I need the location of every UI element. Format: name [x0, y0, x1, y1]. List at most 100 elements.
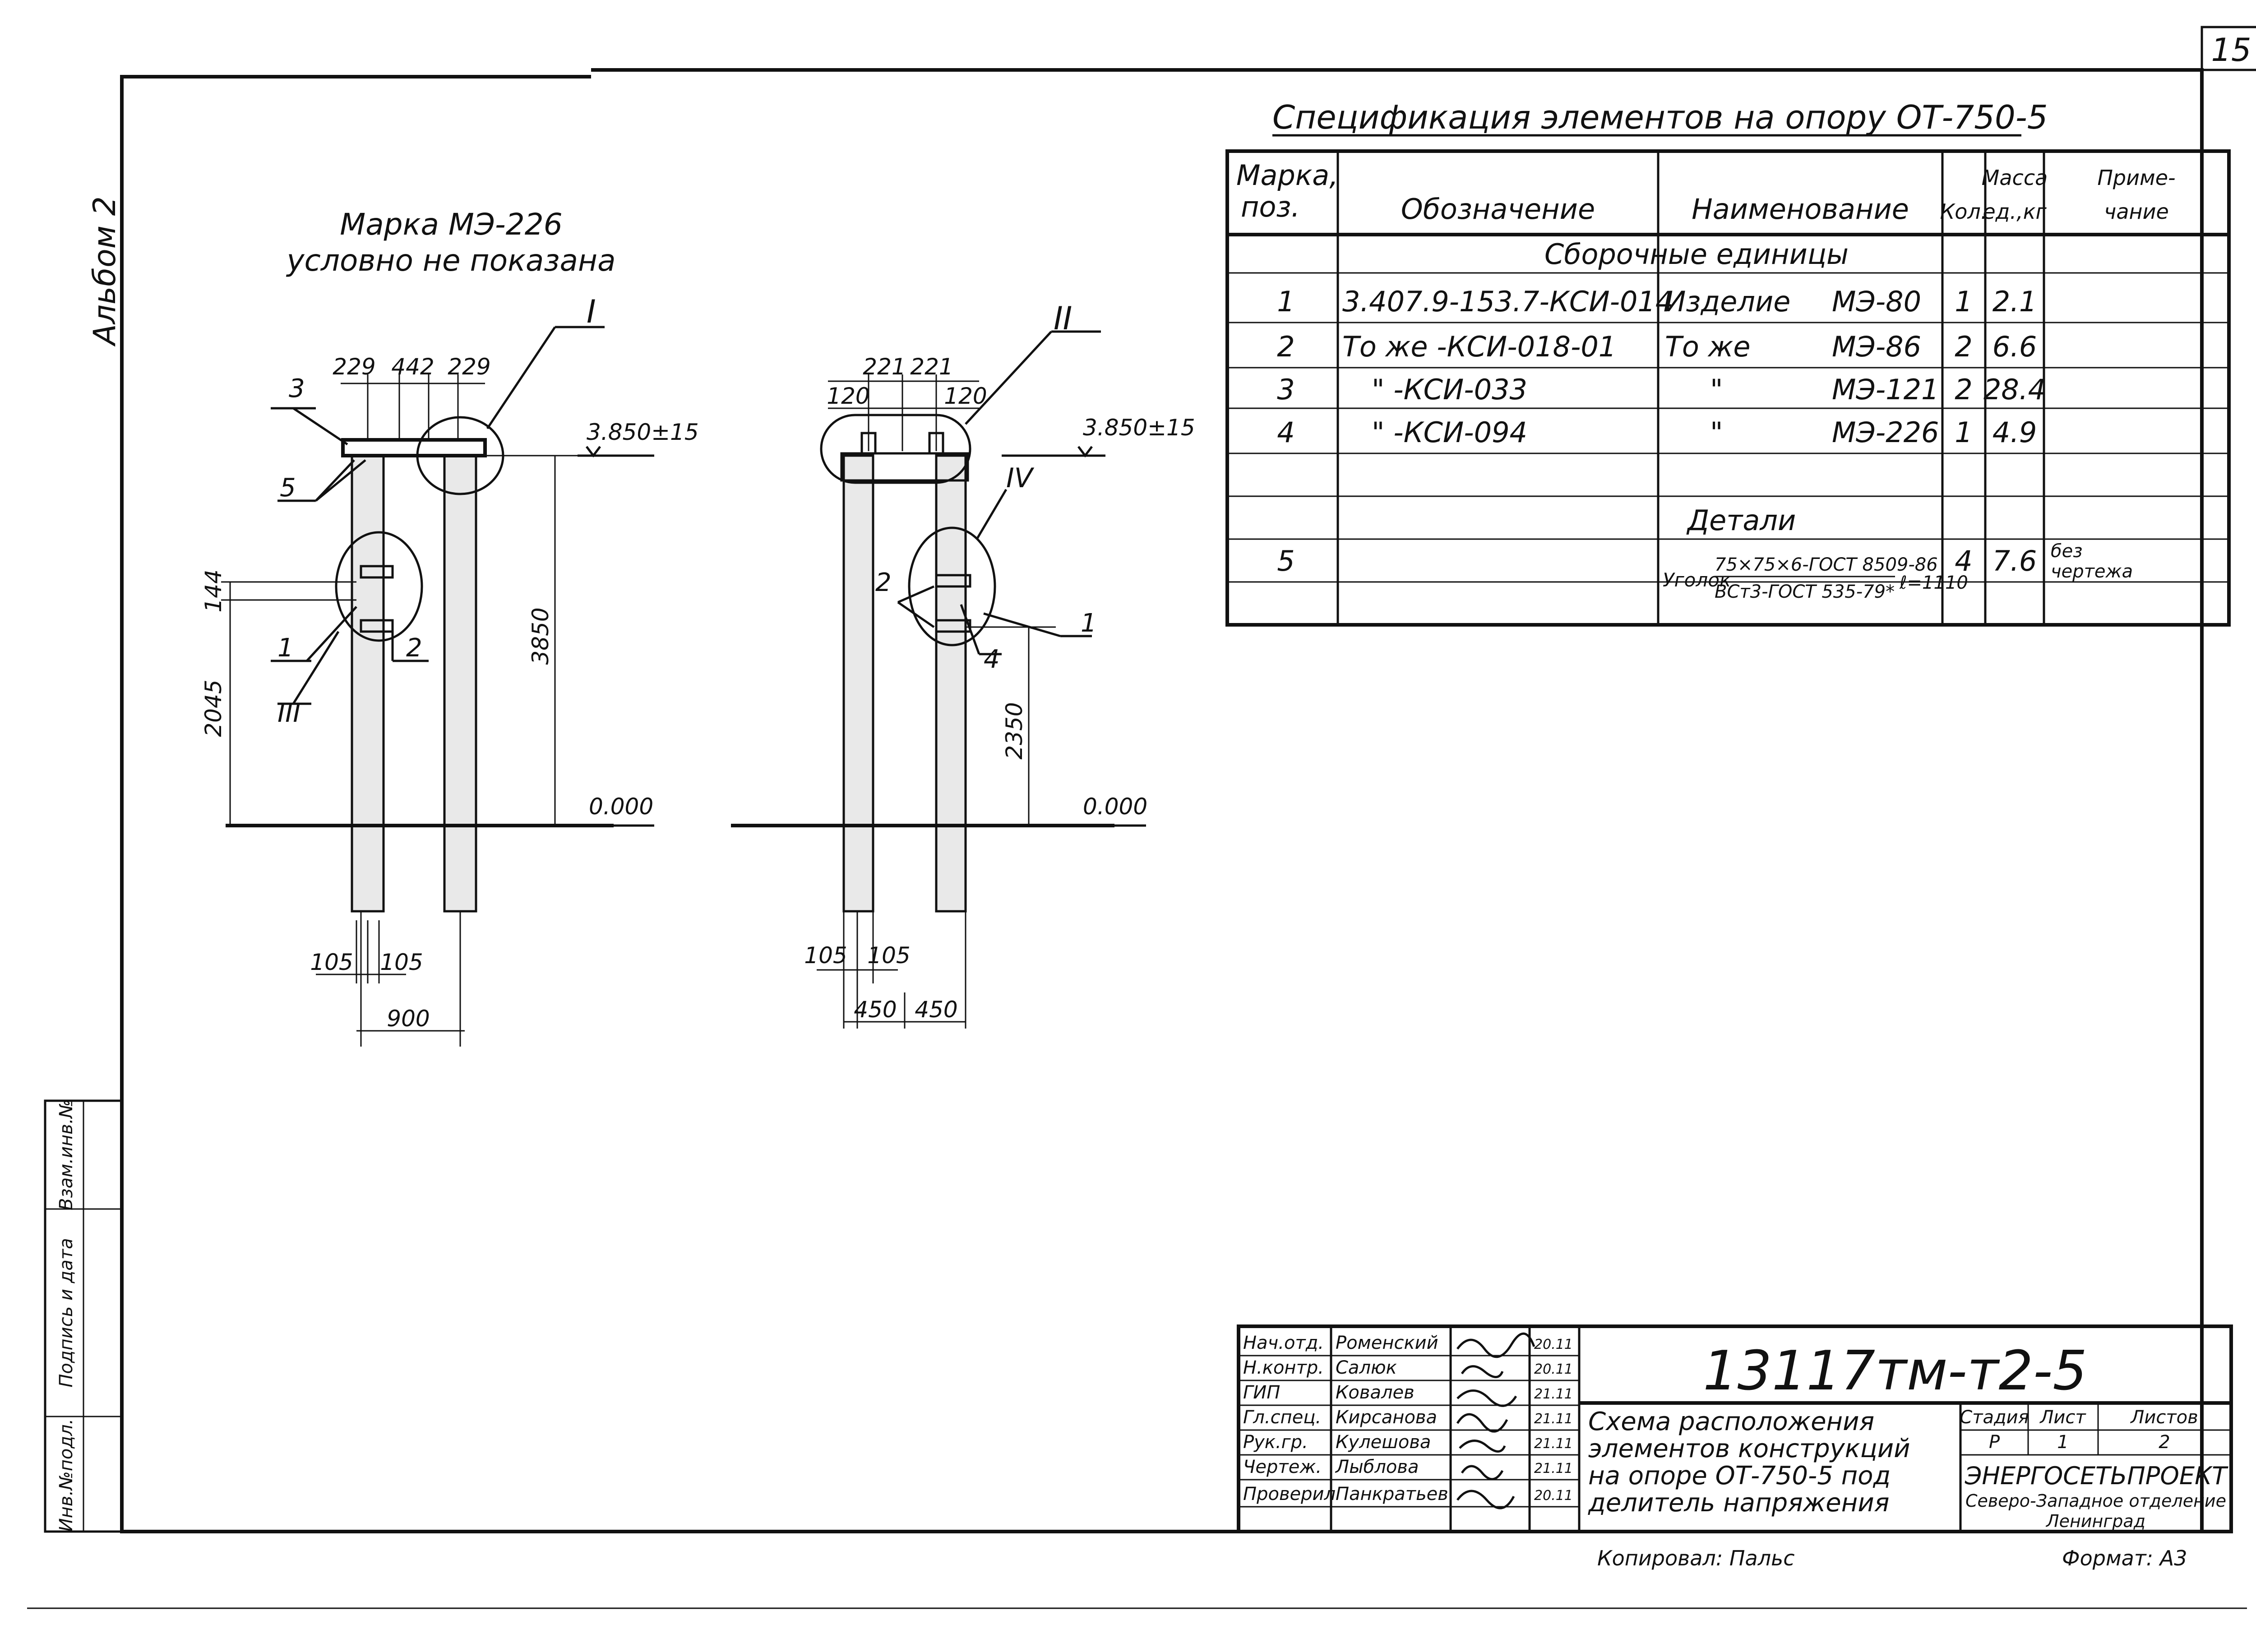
- side-stamp-sign: Подпись и дата: [56, 1238, 77, 1387]
- right-dim-221a: 221: [863, 354, 906, 380]
- tb-format: Формат: А3: [2062, 1546, 2187, 1570]
- left-callout-III-circle: [335, 531, 423, 642]
- right-pos-2: 2: [875, 568, 892, 597]
- left-pos-1: 1: [277, 633, 294, 663]
- right-top-plate: [840, 452, 969, 482]
- spec-row-3-mass: 28.4: [1983, 373, 2046, 406]
- tb-stage-h: Стадия: [1960, 1407, 2029, 1428]
- left-dim-900: 900: [387, 1006, 430, 1032]
- right-dim-450b: 450: [915, 997, 957, 1023]
- spec-row-4-pos: 4: [1277, 416, 1294, 449]
- left-dim-105a: 105: [310, 949, 353, 975]
- tb-role-1: Н.контр.: [1243, 1357, 1324, 1378]
- tb-org-3: Ленинград: [2045, 1511, 2145, 1531]
- spec-hdr-designation: Обозначение: [1401, 193, 1595, 226]
- left-pos-5: 5: [280, 473, 296, 503]
- tb-date-4: 21.11: [1534, 1436, 1573, 1452]
- left-callout-I-label: I: [587, 293, 596, 330]
- tb-date-6: 20.11: [1534, 1488, 1573, 1504]
- right-callout-II-shape: [820, 414, 971, 484]
- album-label: Альбом 2: [87, 196, 123, 347]
- tb-name-2: Ковалев: [1336, 1382, 1415, 1403]
- spec-detail-prefix: Уголок: [1663, 569, 1731, 591]
- spec-row-1-mass: 2.1: [1992, 285, 2037, 318]
- spec-row-3-pos: 3: [1277, 373, 1294, 406]
- spec-row-3-qty: 2: [1955, 373, 1972, 406]
- spec-hdr-mass-1: Масса: [1982, 166, 2048, 190]
- sheet-frame: [27, 26, 2256, 1609]
- right-dim-120a: 120: [827, 383, 869, 409]
- title-block: [1237, 1324, 2233, 1533]
- tb-date-5: 21.11: [1534, 1461, 1573, 1477]
- left-dim-144: 144: [200, 569, 227, 612]
- spec-row-2-designation: То же -КСИ-018-01: [1342, 330, 1616, 363]
- tb-sheet-h: Лист: [2039, 1407, 2086, 1428]
- spec-detail-note-2: чертежа: [2051, 561, 2133, 582]
- tb-desc-2: элементов конструкций: [1588, 1434, 1910, 1463]
- sheet-number-box: [2201, 26, 2256, 71]
- spec-row-3-code: МЭ-121: [1832, 373, 1939, 406]
- spec-row-1-pos: 1: [1277, 285, 1294, 318]
- left-pile-2: [443, 454, 477, 913]
- spec-hdr-note-2: чание: [2104, 199, 2169, 224]
- left-level-zero: 0.000: [589, 794, 653, 820]
- tb-sheets-h: Листов: [2130, 1407, 2198, 1428]
- right-dim-2350: 2350: [1001, 702, 1027, 759]
- tb-name-0: Роменский: [1336, 1333, 1438, 1353]
- right-dim-105b: 105: [867, 942, 910, 969]
- note-line-1: Марка МЭ-226: [340, 207, 562, 242]
- spec-hdr-name: Наименование: [1692, 193, 1909, 226]
- tb-desc-3: на опоре ОТ-750-5 под: [1588, 1461, 1891, 1490]
- left-dim-2045: 2045: [200, 679, 227, 737]
- spec-detail-mass: 7.6: [1992, 545, 2037, 577]
- spec-detail-qty: 4: [1955, 545, 1972, 577]
- spec-row-4-mass: 4.9: [1992, 416, 2037, 449]
- spec-hdr-mark-2: поз.: [1241, 190, 1300, 223]
- left-dim-229a: 229: [333, 354, 375, 380]
- tb-copied: Копировал: Пальс: [1597, 1546, 1795, 1570]
- left-top-plate: [341, 438, 487, 457]
- tb-role-4: Рук.гр.: [1243, 1432, 1308, 1453]
- sheet-number: 15: [2211, 32, 2251, 69]
- spec-detail-bottom: ВСт3-ГОСТ 535-79*: [1715, 581, 1895, 602]
- right-dim-450a: 450: [854, 997, 897, 1023]
- right-dim-221b: 221: [910, 354, 953, 380]
- spec-row-3-designation: " -КСИ-033: [1372, 373, 1527, 406]
- tb-role-3: Гл.спец.: [1243, 1407, 1321, 1428]
- spec-row-4-code: МЭ-226: [1832, 416, 1939, 449]
- note-line-2: условно не показана: [286, 243, 615, 278]
- right-dim-105a: 105: [804, 942, 847, 969]
- right-callout-II-label: II: [1054, 300, 1072, 337]
- tb-sheets: 2: [2159, 1432, 2170, 1453]
- spec-hdr-mass-2: ед.,кг: [1983, 199, 2047, 224]
- spec-detail-note-1: без: [2051, 541, 2083, 562]
- tb-role-0: Нач.отд.: [1243, 1333, 1324, 1353]
- right-view: [731, 330, 1146, 1029]
- tb-desc-1: Схема расположения: [1588, 1407, 1874, 1436]
- spec-row-2-qty: 2: [1955, 330, 1972, 363]
- left-dim-229b: 229: [448, 354, 490, 380]
- spec-row-2-name: То же: [1665, 330, 1751, 363]
- spec-section-assembly: Сборочные единицы: [1544, 238, 1849, 271]
- left-dim-3850: 3850: [527, 607, 554, 664]
- tb-name-6: Панкратьев: [1336, 1484, 1448, 1504]
- spec-detail-length: ℓ=1110: [1899, 572, 1968, 593]
- spec-title: Спецификация элементов на опору ОТ-750-5: [1272, 98, 2048, 136]
- right-dim-120b: 120: [944, 383, 987, 409]
- tb-role-2: ГИП: [1243, 1382, 1280, 1403]
- right-pos-4: 4: [984, 645, 1000, 674]
- side-stamp: [44, 1099, 123, 1533]
- right-pile-1: [842, 454, 874, 913]
- spec-row-2-mass: 6.6: [1992, 330, 2037, 363]
- left-pos-2: 2: [406, 633, 422, 663]
- spec-row-4-designation: " -КСИ-094: [1372, 416, 1527, 449]
- spec-row-2-pos: 2: [1277, 330, 1294, 363]
- tb-name-1: Салюк: [1336, 1357, 1397, 1378]
- right-callout-IV-circle: [908, 526, 996, 646]
- left-pile-1: [351, 454, 385, 913]
- left-dim-442: 442: [391, 354, 434, 380]
- spec-section-details: Детали: [1686, 504, 1796, 537]
- spec-hdr-note-1: Приме-: [2097, 166, 2175, 190]
- spec-row-1-designation: 3.407.9-153.7-КСИ-014: [1342, 285, 1673, 318]
